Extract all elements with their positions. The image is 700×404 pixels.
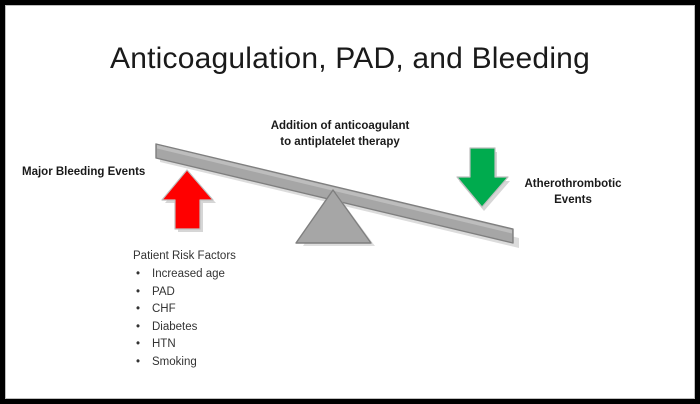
left-outcome-label: Major Bleeding Events xyxy=(22,166,146,178)
bullet-icon: • xyxy=(136,303,141,315)
list-item-label: PAD xyxy=(152,285,175,298)
list-item-label: CHF xyxy=(152,303,176,315)
center-caption-line2: to antiplatelet therapy xyxy=(280,135,400,148)
list-item-label: Smoking xyxy=(152,355,197,368)
list-item-label: Diabetes xyxy=(152,320,198,333)
seesaw-beam-highlight xyxy=(157,145,512,234)
list-item: • Smoking xyxy=(133,354,236,372)
risk-factors-list: • Increased age • PAD • CHF • Diabetes •… xyxy=(133,266,236,371)
list-item: • PAD xyxy=(133,284,236,302)
list-item-label: HTN xyxy=(152,338,176,350)
center-caption: Addition of anticoagulant to antiplatele… xyxy=(240,119,440,150)
bullet-icon: • xyxy=(136,268,141,280)
list-item: • Diabetes xyxy=(133,319,236,337)
right-outcome-label: Atherothrombotic Events xyxy=(513,177,633,208)
bullet-icon: • xyxy=(136,285,141,298)
up-arrow-icon xyxy=(161,169,214,230)
fulcrum-triangle xyxy=(295,189,372,244)
right-outcome-label-line1: Atherothrombotic xyxy=(524,178,622,190)
risk-factors-block: Patient Risk Factors • Increased age • P… xyxy=(133,249,236,371)
bullet-icon: • xyxy=(136,355,141,368)
bullet-icon: • xyxy=(136,338,141,350)
bullet-icon: • xyxy=(136,320,141,333)
right-outcome-label-line2: Events xyxy=(554,193,592,206)
list-item: • CHF xyxy=(133,301,236,319)
list-item-label: Increased age xyxy=(152,268,225,280)
list-item: • Increased age xyxy=(133,266,236,284)
list-item: • HTN xyxy=(133,336,236,354)
page-title: Anticoagulation, PAD, and Bleeding xyxy=(110,42,590,75)
risk-factors-heading: Patient Risk Factors xyxy=(133,250,236,262)
down-arrow-icon xyxy=(456,147,509,208)
center-caption-line1: Addition of anticoagulant xyxy=(270,120,410,132)
